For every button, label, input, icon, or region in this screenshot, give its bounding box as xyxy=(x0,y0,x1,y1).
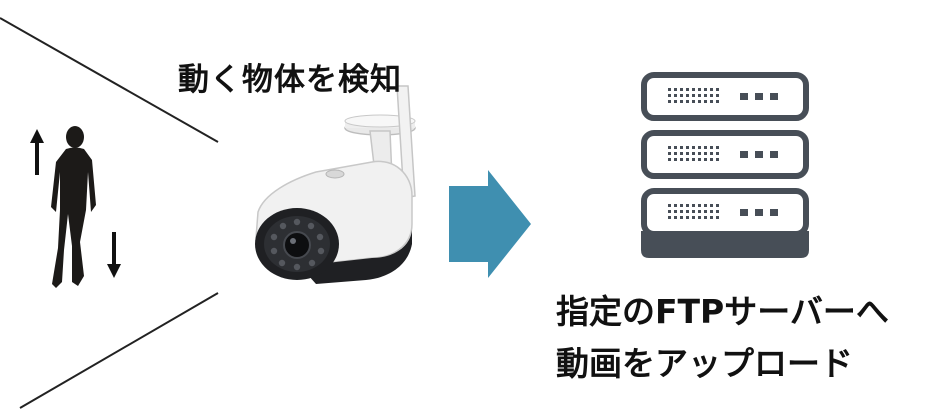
security-camera-icon xyxy=(255,85,416,284)
up-arrow-icon xyxy=(30,129,44,175)
server-vent-dots xyxy=(668,88,719,219)
walking-person-icon xyxy=(51,126,96,288)
upload-caption-line-1: 指定のFTPサーバーへ xyxy=(556,292,889,331)
upload-caption: 指定のFTPサーバーへ 動画をアップロード xyxy=(556,286,889,390)
detect-caption: 動く物体を検知 xyxy=(178,62,402,98)
server-rack-icon xyxy=(641,72,809,258)
upload-caption-line-2: 動画をアップロード xyxy=(556,344,853,383)
view-line-top xyxy=(0,17,219,143)
right-arrow-icon xyxy=(449,170,531,278)
down-arrow-icon xyxy=(107,232,121,278)
server-status-lights xyxy=(740,93,778,216)
view-line-bottom xyxy=(19,292,219,409)
